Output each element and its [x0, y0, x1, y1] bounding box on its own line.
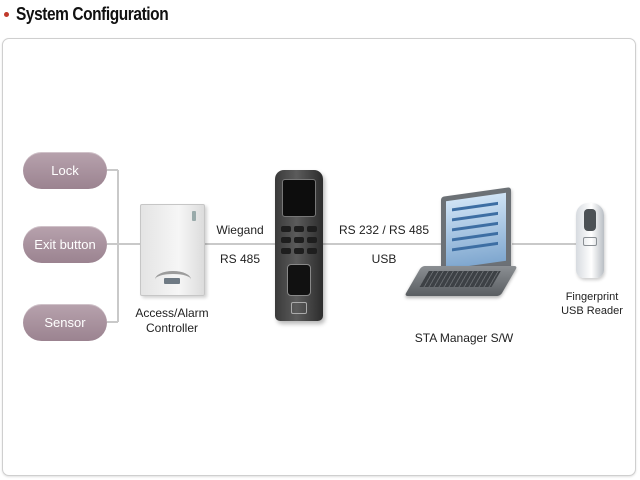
reader-label-line2: USB Reader — [561, 305, 623, 317]
usb-fingerprint-reader-icon — [576, 203, 604, 278]
controller-label-line1: Access/Alarm — [135, 306, 209, 320]
software-label: STA Manager S/W — [414, 331, 514, 345]
sensor-node: Sensor — [23, 304, 107, 341]
link-1-protocol-2: RS 485 — [219, 252, 261, 266]
controller-box-icon — [140, 204, 205, 296]
controller-label-line2: Controller — [145, 321, 199, 335]
page-title: System Configuration — [16, 3, 169, 24]
link-2-protocol-2: USB — [371, 252, 397, 266]
fingerprint-terminal-icon — [275, 170, 323, 321]
exit-button-node: Exit button — [23, 226, 107, 263]
controller-label: Access/Alarm Controller — [130, 306, 214, 336]
laptop-icon — [404, 187, 518, 318]
link-2-protocol: RS 232 / RS 485 — [338, 223, 430, 237]
link-1-protocol: Wiegand — [216, 223, 264, 237]
bullet-icon — [4, 12, 9, 17]
page-heading: System Configuration — [4, 3, 193, 25]
reader-label-line1: Fingerprint — [565, 291, 619, 303]
reader-label: Fingerprint USB Reader — [560, 290, 624, 318]
lock-node: Lock — [23, 152, 107, 189]
